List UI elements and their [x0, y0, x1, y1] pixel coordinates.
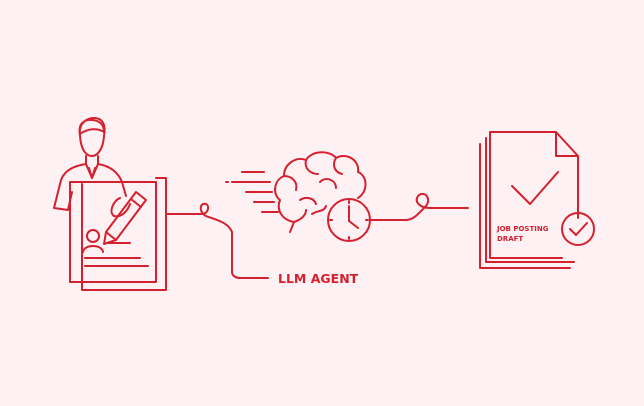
agent-label: LLM AGENT [278, 271, 359, 286]
brain-icon [225, 151, 367, 233]
pencil-icon [103, 191, 147, 245]
output-label-line2: DRAFT [497, 235, 523, 243]
person-icon [53, 117, 127, 211]
document-stack-icon [479, 131, 579, 269]
checkmark-icon [511, 171, 559, 205]
check-badge-icon [561, 212, 595, 246]
connector-left [165, 202, 269, 279]
connector-right [369, 192, 469, 221]
resume-document-icon [69, 177, 167, 291]
clock-icon [327, 198, 371, 242]
output-label-line1: JOB POSTING [496, 225, 549, 233]
